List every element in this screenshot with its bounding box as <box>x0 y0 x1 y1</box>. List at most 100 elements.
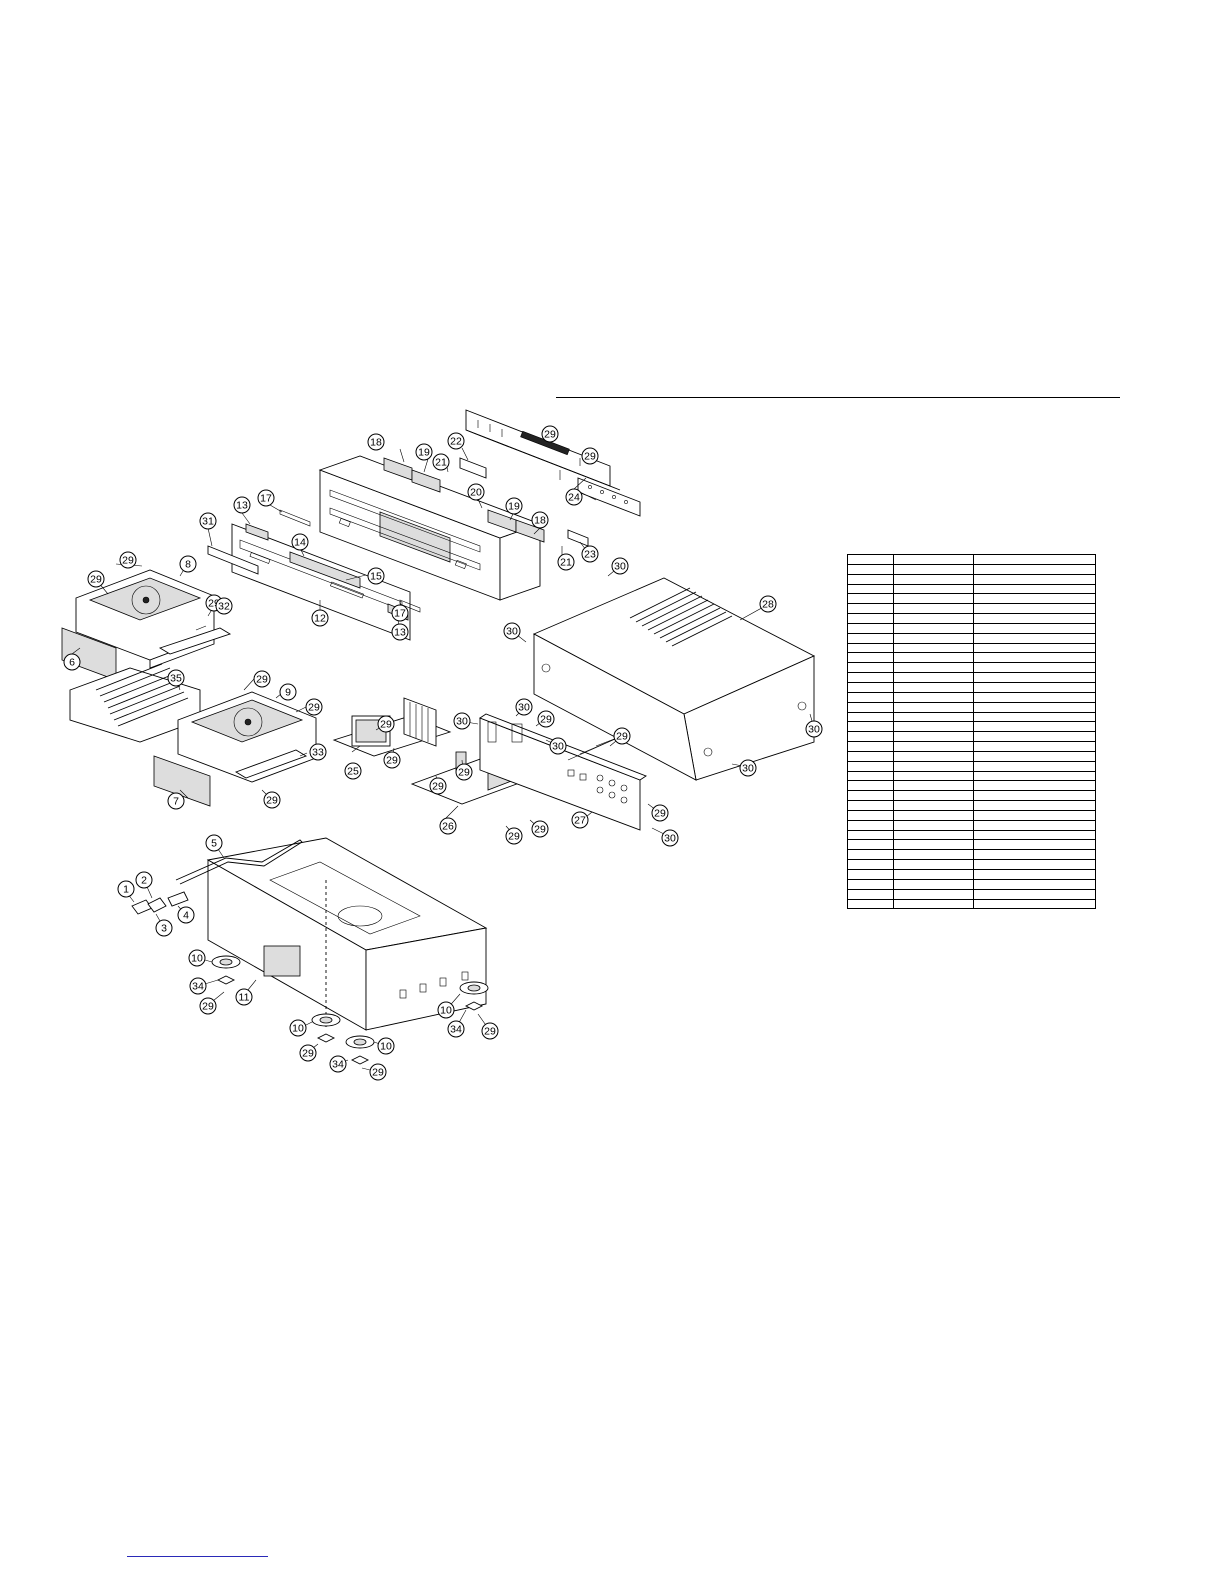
table-cell <box>973 554 1096 565</box>
callout-number: 13 <box>236 500 248 512</box>
table-cell <box>847 780 894 792</box>
top-cover <box>532 577 816 781</box>
table-row <box>847 839 1096 851</box>
table-row <box>847 770 1096 782</box>
table-cell <box>847 554 894 565</box>
table-cell <box>847 741 894 752</box>
callout-circle <box>235 988 253 1006</box>
callout-29: 29 <box>377 715 395 733</box>
table-cell <box>847 642 894 654</box>
callout-number: 29 <box>90 574 102 586</box>
table-cell <box>847 770 894 782</box>
table-row <box>847 849 1096 861</box>
callout-24: 24 <box>565 488 583 506</box>
table-cell <box>973 681 1096 693</box>
table-cell <box>892 750 975 762</box>
table-cell <box>892 622 975 634</box>
table-cell <box>892 593 975 605</box>
table-cell <box>973 770 1096 782</box>
callout-circle <box>611 557 629 575</box>
callout-29: 29 <box>581 447 599 465</box>
callout-10: 10 <box>437 1001 455 1019</box>
callout-6: 6 <box>63 653 81 671</box>
table-row <box>847 593 1096 605</box>
table-cell <box>892 603 975 615</box>
table-cell <box>892 642 975 654</box>
table-cell <box>892 741 975 752</box>
callout-29: 29 <box>505 827 523 845</box>
callout-8: 8 <box>179 555 197 573</box>
callout-19: 19 <box>505 497 523 515</box>
callout-number: 35 <box>170 673 182 685</box>
callout-circle <box>177 906 195 924</box>
callout-30: 30 <box>739 759 757 777</box>
callout-circle <box>279 683 297 701</box>
callout-circle <box>135 871 153 889</box>
table-row <box>847 711 1096 723</box>
callout-number: 30 <box>506 626 518 638</box>
callout-number: 29 <box>616 731 628 743</box>
callout-number: 14 <box>294 537 306 549</box>
callout-number: 29 <box>208 598 220 610</box>
table-cell <box>892 711 975 723</box>
callout-circle <box>447 1020 465 1038</box>
callout-circle <box>155 919 173 937</box>
foot-right <box>459 981 489 995</box>
callout-17: 17 <box>391 604 409 622</box>
table-cell <box>973 622 1096 634</box>
callout-1: 1 <box>117 880 135 898</box>
callout-number: 34 <box>192 981 204 993</box>
table-cell <box>892 672 975 683</box>
callout-number: 19 <box>418 447 430 459</box>
callout-circle <box>253 670 271 688</box>
table-cell <box>892 888 975 900</box>
callout-circle <box>311 609 329 627</box>
table-row <box>847 869 1096 880</box>
table-cell <box>847 859 894 870</box>
callout-29: 29 <box>531 820 549 838</box>
table-cell <box>847 711 894 723</box>
callout-15: 15 <box>367 567 385 585</box>
table-cell <box>847 701 894 713</box>
table-cell <box>973 760 1096 772</box>
callout-number: 32 <box>218 601 230 613</box>
callout-circle <box>369 1063 387 1081</box>
table-cell <box>847 603 894 615</box>
display-board <box>465 409 621 491</box>
callout-29: 29 <box>299 1044 317 1062</box>
table-cell <box>973 593 1096 605</box>
table-cell <box>892 770 975 782</box>
callout-number: 4 <box>183 910 189 922</box>
table-cell <box>973 780 1096 792</box>
table-cell <box>973 829 1096 841</box>
table-cell <box>973 672 1096 683</box>
chassis <box>206 837 488 1031</box>
table-cell <box>973 859 1096 870</box>
callout-circle <box>367 567 385 585</box>
callout-circle <box>531 820 549 838</box>
callout-circle <box>613 727 631 745</box>
callout-circle <box>549 737 567 755</box>
table-cell <box>847 662 894 674</box>
callout-number: 18 <box>534 515 546 527</box>
table-row <box>847 613 1096 624</box>
callout-7: 7 <box>167 792 185 810</box>
callout-30: 30 <box>515 698 533 716</box>
callout-circle <box>467 483 485 501</box>
callout-number: 30 <box>808 724 820 736</box>
callout-circle <box>453 712 471 730</box>
table-cell <box>847 750 894 762</box>
table-row <box>847 652 1096 664</box>
callout-number: 17 <box>260 493 272 505</box>
front-panel-frame <box>318 455 542 601</box>
callout-19: 19 <box>415 443 433 461</box>
callout-30: 30 <box>611 557 629 575</box>
button-bar-14 <box>289 551 361 589</box>
callout-21: 21 <box>557 553 575 571</box>
callout-29: 29 <box>429 777 447 795</box>
callout-number: 29 <box>386 755 398 767</box>
callout-number: 26 <box>442 821 454 833</box>
callout-circle <box>189 977 207 995</box>
power-board <box>332 697 452 757</box>
table-cell <box>847 878 894 890</box>
